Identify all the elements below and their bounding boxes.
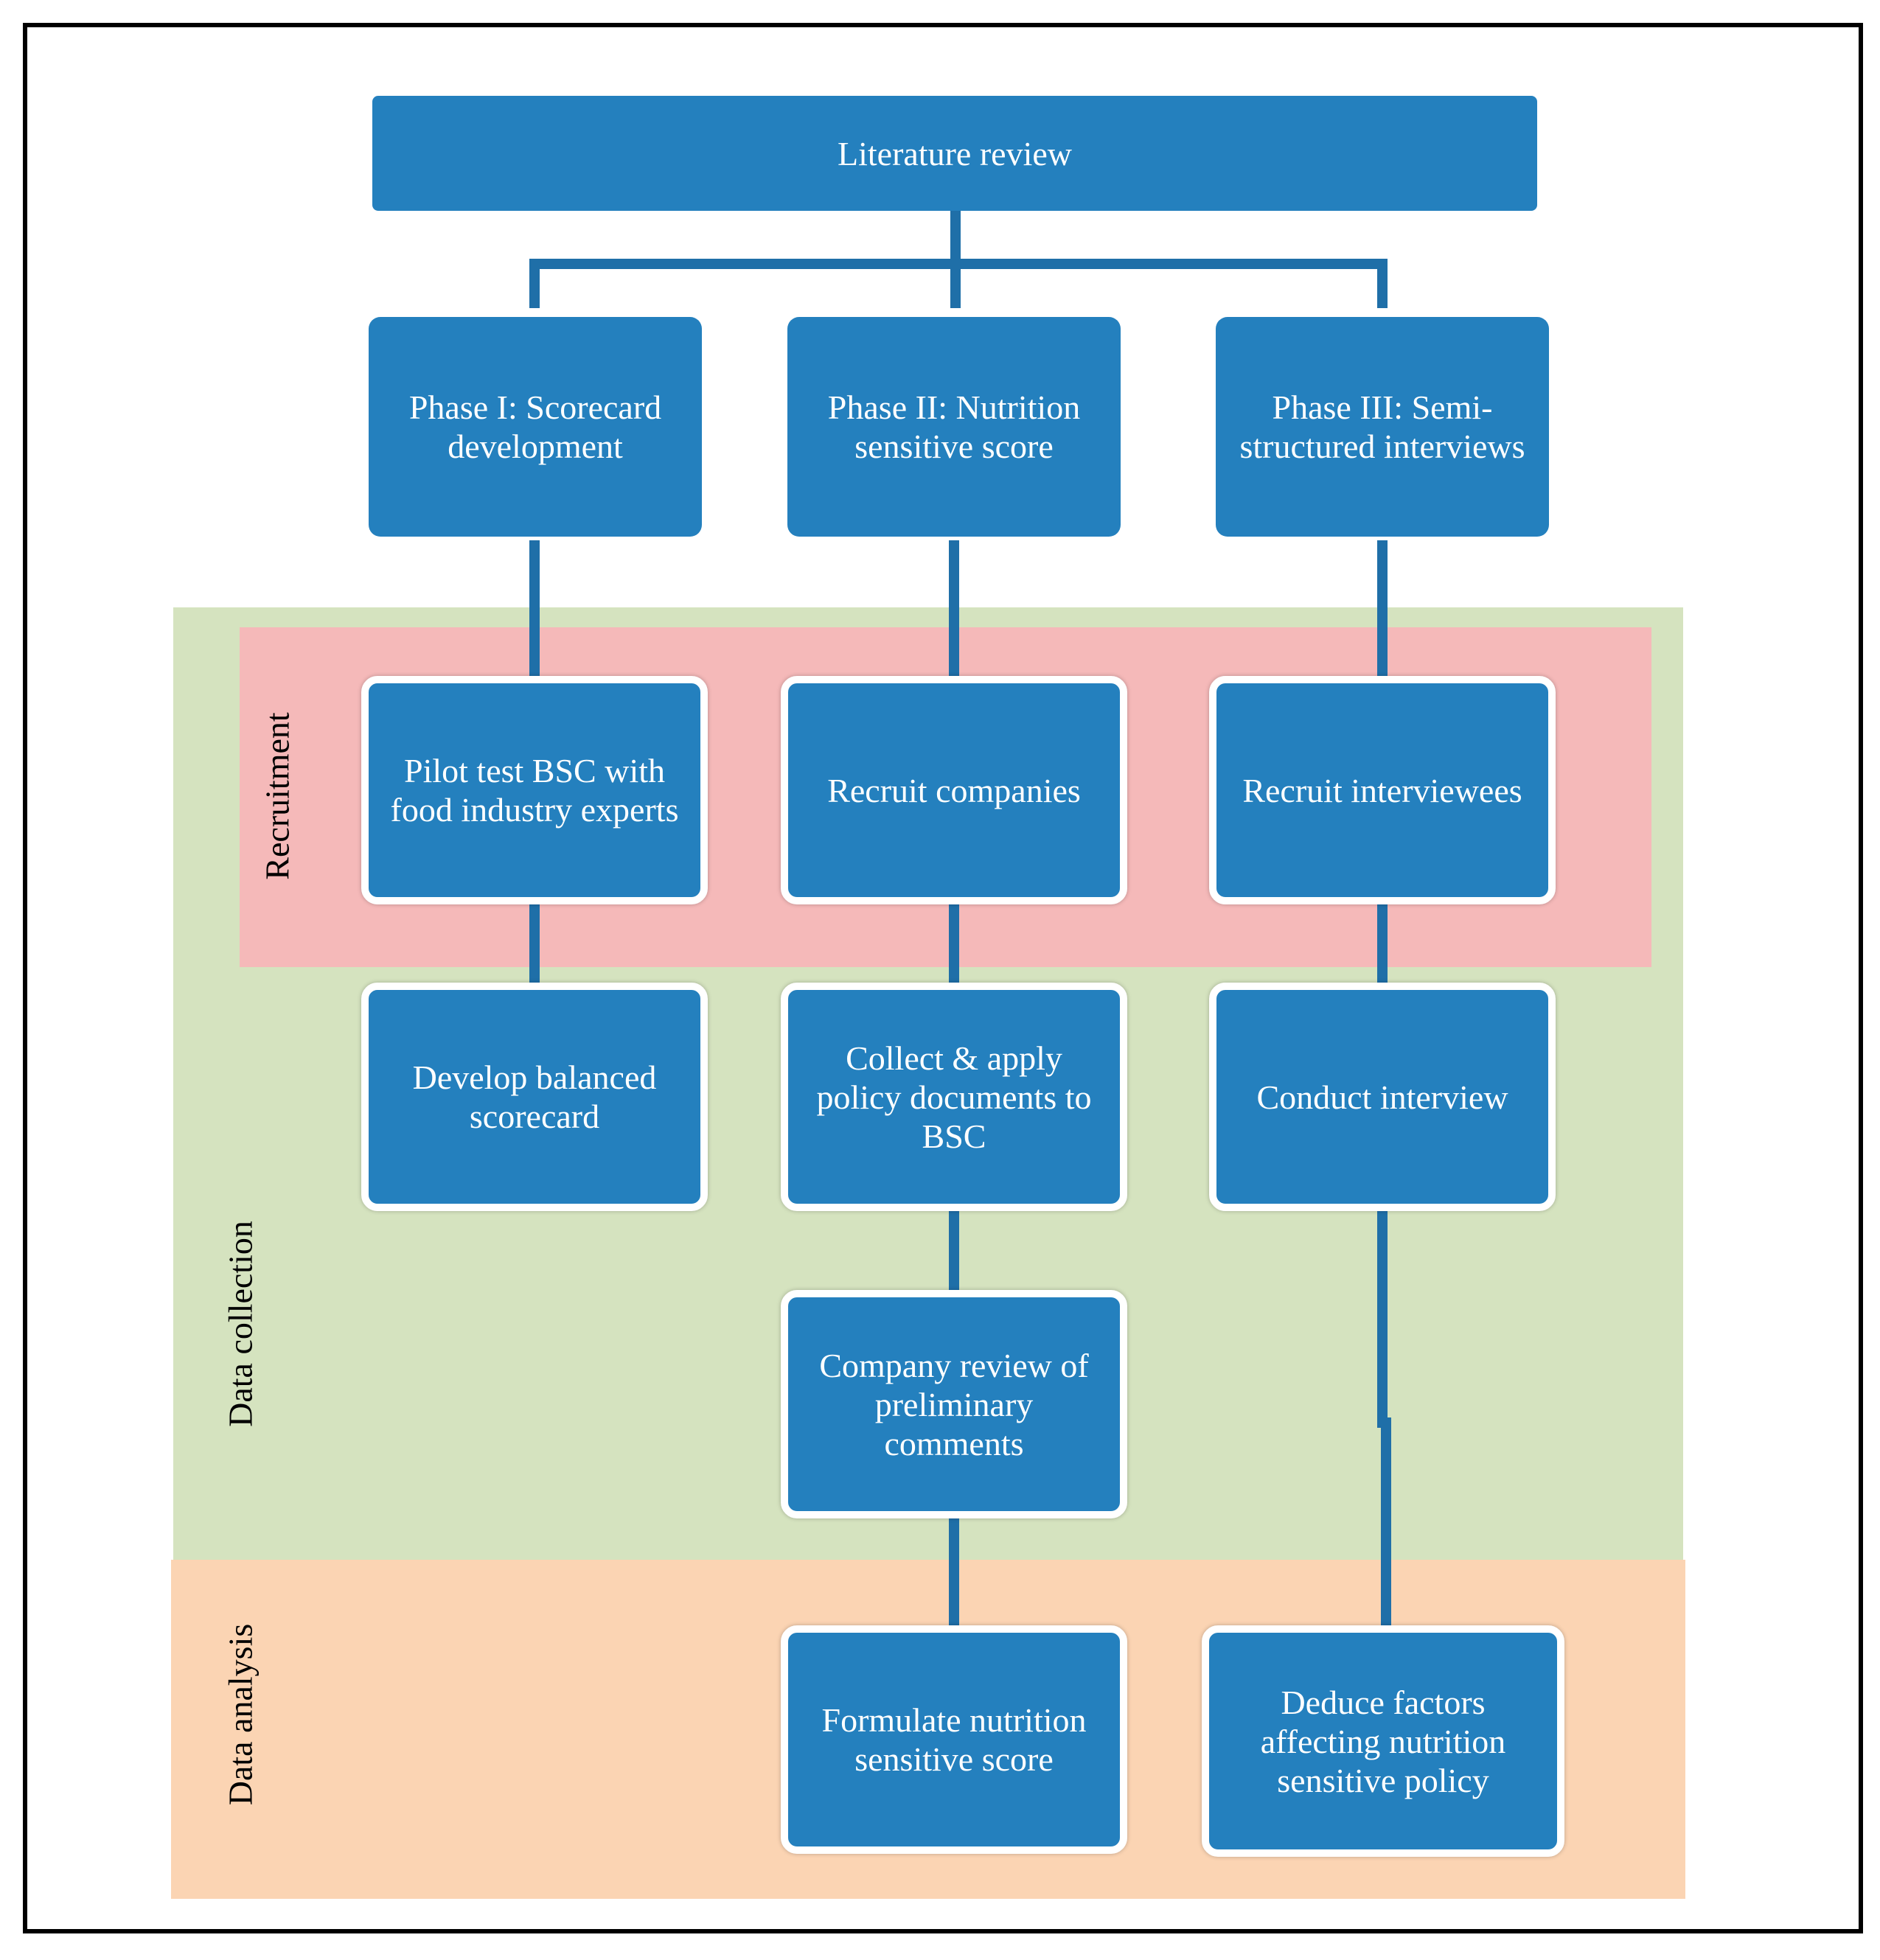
- pilot-test-box: Pilot test BSC with food industry expert…: [361, 676, 708, 904]
- formulate-score-text: Formulate nutrition sensitive score: [821, 1701, 1087, 1778]
- phase1-box: Phase I: Scorecard development: [369, 317, 702, 537]
- develop-scorecard-box: Develop balanced scorecard: [361, 983, 708, 1211]
- develop-scorecard-text: Develop balanced scorecard: [412, 1059, 657, 1135]
- phase3-text: Phase III: Semi-structured interviews: [1239, 388, 1525, 465]
- collect-apply-text: Collect & apply policy documents to BSC: [816, 1039, 1092, 1155]
- figure-frame: [23, 23, 1863, 1933]
- connector-phase-branch: [529, 259, 1388, 308]
- connector-conduct-deduce: [1377, 1210, 1391, 1629]
- pilot-test-text: Pilot test BSC with food industry expert…: [390, 752, 679, 829]
- company-review-box: Company review of preliminary comments: [781, 1290, 1127, 1518]
- company-review-text: Company review of preliminary comments: [819, 1346, 1089, 1462]
- recruit-companies-box: Recruit companies: [781, 676, 1127, 904]
- phase3-box: Phase III: Semi-structured interviews: [1216, 317, 1549, 537]
- collect-apply-box: Collect & apply policy documents to BSC: [781, 983, 1127, 1211]
- phase1-text: Phase I: Scorecard development: [408, 388, 662, 465]
- recruit-interviewees-box: Recruit interviewees: [1209, 676, 1556, 904]
- literature-review-text: Literature review: [838, 134, 1072, 172]
- recruit-interviewees-text: Recruit interviewees: [1242, 771, 1522, 809]
- literature-review-box: Literature review: [372, 96, 1537, 211]
- deduce-factors-text: Deduce factors affecting nutrition sensi…: [1260, 1683, 1506, 1799]
- conduct-interview-text: Conduct interview: [1256, 1078, 1508, 1116]
- conduct-interview-box: Conduct interview: [1209, 983, 1556, 1211]
- recruit-companies-text: Recruit companies: [827, 771, 1081, 809]
- phase2-box: Phase II: Nutrition sensitive score: [787, 317, 1121, 537]
- phase2-text: Phase II: Nutrition sensitive score: [827, 388, 1081, 465]
- deduce-factors-box: Deduce factors affecting nutrition sensi…: [1202, 1625, 1564, 1857]
- formulate-score-box: Formulate nutrition sensitive score: [781, 1625, 1127, 1854]
